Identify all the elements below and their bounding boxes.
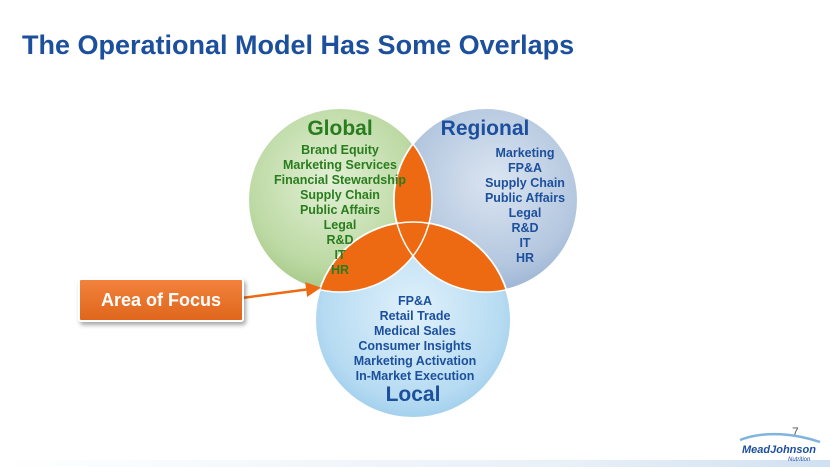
list-item: R&D — [511, 221, 539, 235]
list-item: Marketing Services — [283, 158, 397, 172]
regional-heading: Regional — [440, 117, 530, 140]
regional-function-list: Marketing FP&A Supply Chain Public Affai… — [470, 146, 580, 266]
area-of-focus-callout: Area of Focus — [78, 278, 244, 322]
overlap-regional-local — [394, 222, 511, 292]
svg-text:Nutrition: Nutrition — [788, 457, 811, 463]
list-item: In-Market Execution — [355, 369, 475, 383]
list-item: Public Affairs — [484, 191, 566, 205]
global-heading: Global — [307, 117, 373, 140]
callout-label: Area of Focus — [100, 289, 222, 310]
list-item: Medical Sales — [374, 324, 456, 338]
svg-text:MeadJohnson: MeadJohnson — [742, 444, 816, 456]
focus-arrow — [241, 282, 321, 300]
list-item: Retail Trade — [379, 309, 451, 323]
list-item: Marketing Activation — [353, 354, 477, 368]
list-item: Legal — [323, 218, 357, 232]
list-item: Supply Chain — [485, 176, 565, 190]
list-item: Brand Equity — [301, 143, 379, 157]
list-item: Financial Stewardship — [274, 173, 406, 187]
list-item: IT — [334, 248, 346, 262]
list-item: Public Affairs — [299, 203, 381, 217]
bottom-gradient-bar — [0, 460, 830, 467]
mead-johnson-logo: MeadJohnson Nutrition — [736, 432, 826, 464]
list-item: Marketing — [495, 146, 555, 160]
slide-title: The Operational Model Has Some Overlaps — [22, 30, 575, 60]
list-item: IT — [519, 236, 531, 250]
list-item: HR — [515, 251, 535, 265]
local-function-list: FP&A Retail Trade Medical Sales Consumer… — [330, 294, 500, 384]
list-item: FP&A — [507, 161, 543, 175]
global-function-list: Brand Equity Marketing Services Financia… — [240, 143, 440, 278]
list-item: R&D — [326, 233, 354, 247]
local-heading: Local — [385, 383, 441, 406]
list-item: Legal — [508, 206, 542, 220]
list-item: Supply Chain — [300, 188, 380, 202]
list-item: FP&A — [397, 294, 433, 308]
list-item: Consumer Insights — [358, 339, 472, 353]
overlap-global-local — [315, 222, 432, 292]
list-item: HR — [330, 263, 350, 277]
page-number: 7 — [792, 425, 799, 439]
